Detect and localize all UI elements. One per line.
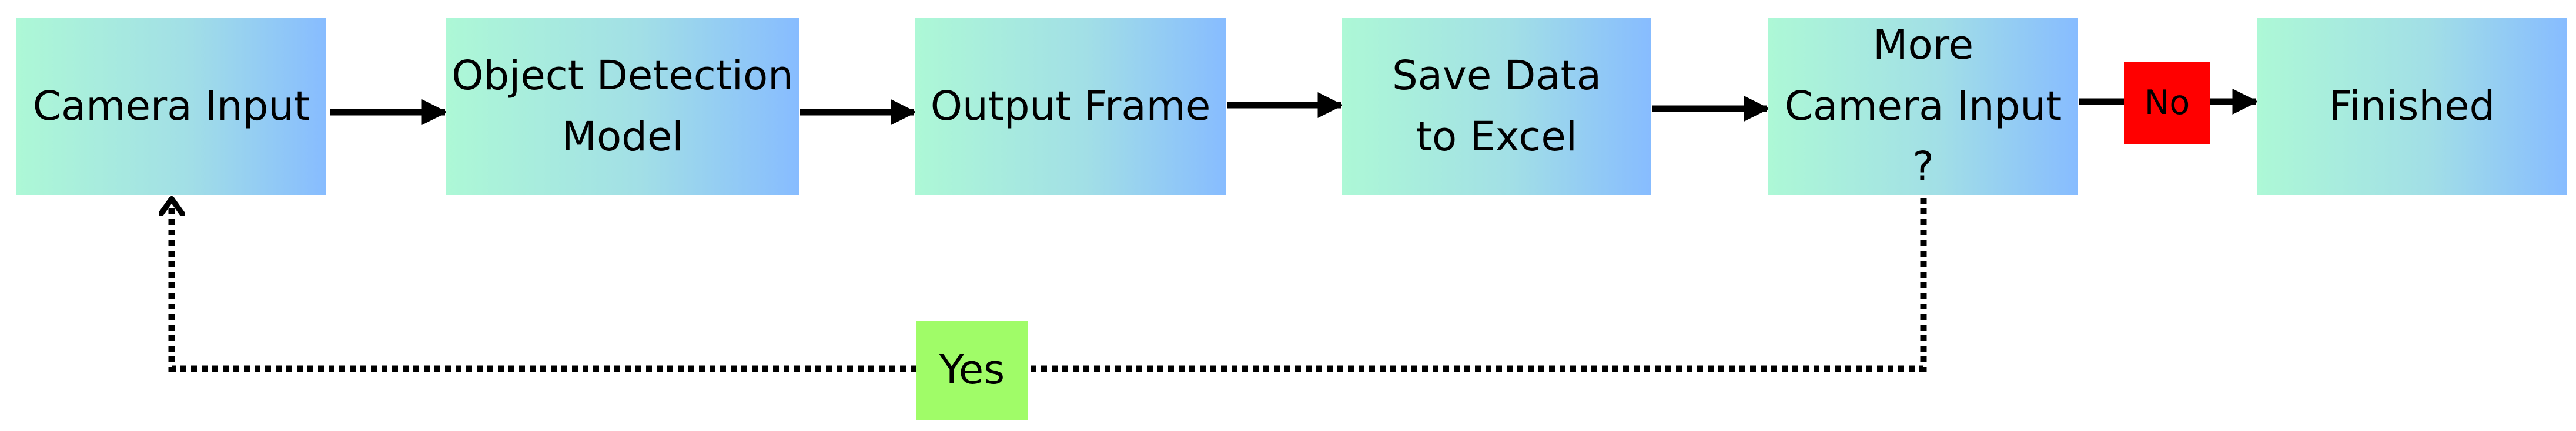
no-branch-label: No [2124, 62, 2210, 144]
finished-label: Finished [2329, 82, 2495, 130]
object-detection-model-node: Object Detection Model [446, 18, 799, 195]
camera-input-node: Camera Input [16, 18, 326, 195]
save-data-label: Save Data to Excel [1391, 52, 1602, 160]
object-detection-model-label: Object Detection Model [451, 52, 794, 160]
yes-branch-label: Yes [916, 321, 1028, 420]
camera-input-label: Camera Input [32, 82, 310, 130]
more-camera-input-decision-node: More Camera Input ? [1768, 18, 2078, 195]
dotted-arrow-yes-to-camera [172, 203, 916, 372]
output-frame-label: Output Frame [930, 82, 1211, 130]
no-label-text: No [2144, 83, 2190, 123]
save-data-node: Save Data to Excel [1342, 18, 1651, 195]
more-camera-input-label: More Camera Input ? [1784, 22, 2062, 191]
output-frame-node: Output Frame [915, 18, 1226, 195]
dotted-line-more-to-yes [1028, 198, 1927, 372]
yes-label-text: Yes [939, 346, 1005, 394]
finished-node: Finished [2257, 18, 2567, 195]
